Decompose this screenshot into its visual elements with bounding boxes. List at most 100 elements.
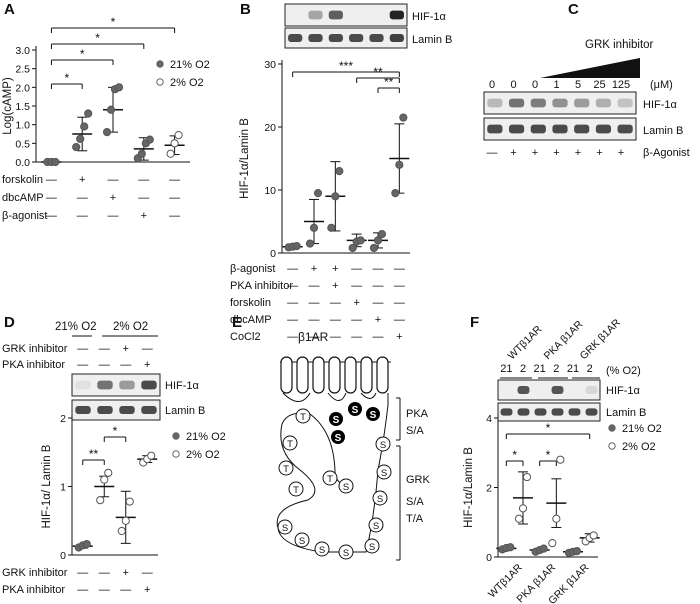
blot-band	[75, 380, 91, 390]
blot-band	[595, 98, 612, 108]
grk-s-site	[338, 544, 354, 560]
significance-star: *	[546, 421, 551, 435]
agonist-sign: +	[618, 147, 624, 159]
data-point	[121, 516, 130, 525]
blot-lamin	[497, 402, 601, 422]
blot-band	[119, 406, 135, 414]
condition-sign: —	[351, 263, 362, 275]
condition-sign: —	[373, 331, 384, 343]
condition-label: dbcAMP	[2, 192, 44, 204]
condition-sign: +	[332, 263, 338, 275]
pka-site	[331, 430, 345, 444]
data-point	[117, 526, 126, 536]
blot-label: Lamin B	[165, 405, 205, 417]
legend-label: 21% O2	[186, 431, 226, 443]
y-tick-label: 4	[486, 413, 492, 425]
condition-sign: +	[110, 192, 116, 204]
blot-band	[141, 406, 157, 414]
significance-star: *	[546, 448, 551, 462]
significance-star: *	[80, 47, 85, 61]
data-point	[125, 497, 134, 506]
o2-value: 2	[587, 363, 593, 375]
condition-sign: —	[351, 331, 362, 343]
blot-band	[517, 386, 530, 394]
blot-band	[585, 408, 598, 416]
grk-s-site	[375, 436, 391, 452]
grk-s-label: S	[282, 523, 288, 534]
condition-sign: +	[141, 210, 147, 222]
data-point	[76, 134, 85, 143]
data-point	[174, 131, 183, 140]
blot-band	[617, 124, 633, 134]
condition-sign: —	[77, 343, 88, 355]
concentration-label: 125	[612, 79, 630, 91]
legend-marker	[172, 432, 180, 440]
grk-t-site	[288, 481, 304, 497]
condition-label: GRK inhibitor	[2, 567, 68, 579]
data-point	[369, 243, 379, 253]
y-tick-label: 30	[264, 59, 276, 71]
condition-sign: —	[287, 331, 298, 343]
condition-sign: —	[108, 210, 119, 222]
grk-t-site	[322, 470, 338, 486]
data-point	[104, 468, 113, 477]
condition-sign: —	[287, 280, 298, 292]
blot-band	[308, 34, 323, 42]
blot-band	[530, 98, 546, 108]
concentration-label: 25	[593, 79, 605, 91]
construct-label: WTβ1AR	[506, 323, 545, 362]
blot-band	[487, 124, 503, 134]
blot-lamin	[71, 399, 161, 421]
blot-label: Lamin B	[412, 34, 452, 46]
data-point	[313, 189, 323, 198]
data-point	[335, 167, 344, 176]
data-point	[539, 544, 548, 553]
y-tick-label: 20	[264, 122, 276, 134]
significance-star: **	[373, 65, 383, 79]
condition-label: PKA inhibitor	[2, 359, 65, 371]
grk-t-label: T	[283, 464, 289, 475]
y-tick-label: 2.0	[15, 82, 30, 94]
data-point	[147, 451, 156, 460]
panel-letter: E	[232, 314, 242, 331]
blot-band	[534, 408, 547, 416]
legend-label: 21% O2	[170, 59, 210, 71]
blot-band	[595, 124, 612, 134]
grk-s-label: S	[369, 542, 375, 553]
blot-lamin	[284, 27, 408, 49]
o2-unit: (% O2)	[606, 365, 641, 377]
transmembrane-helix	[280, 356, 293, 394]
blot-label: HIF-1α	[606, 385, 641, 397]
significance-star: **	[89, 447, 99, 461]
condition-sign: +	[375, 314, 381, 326]
data-point	[514, 514, 524, 523]
blot-band	[508, 124, 525, 134]
condition-sign: —	[309, 297, 320, 309]
grk-label: GRK	[406, 474, 431, 486]
data-point	[373, 236, 383, 245]
legend-marker	[608, 424, 616, 432]
condition-sign: —	[120, 584, 131, 596]
agonist-sign: +	[575, 147, 581, 159]
condition-label: GRK inhibitor	[2, 343, 68, 355]
data-point	[82, 539, 91, 549]
data-point	[548, 539, 557, 548]
legend-label: 2% O2	[622, 441, 656, 453]
grk-t-label: T	[293, 485, 299, 496]
condition-sign: —	[351, 280, 362, 292]
condition-sign: —	[287, 314, 298, 326]
grk-t-site	[295, 408, 311, 424]
group-label: 21% O2	[55, 321, 97, 333]
y-tick-label: 3.0	[15, 45, 30, 57]
y-tick-label: 0	[60, 550, 66, 562]
grk-s-label: S	[380, 440, 386, 451]
blot-label: HIF-1α	[412, 11, 447, 23]
condition-sign: —	[99, 584, 110, 596]
grk-s-label: S	[299, 536, 305, 547]
pka-label: PKA	[406, 408, 429, 420]
blot-band	[328, 10, 343, 20]
blot-band	[389, 34, 404, 42]
data-point	[170, 139, 179, 148]
